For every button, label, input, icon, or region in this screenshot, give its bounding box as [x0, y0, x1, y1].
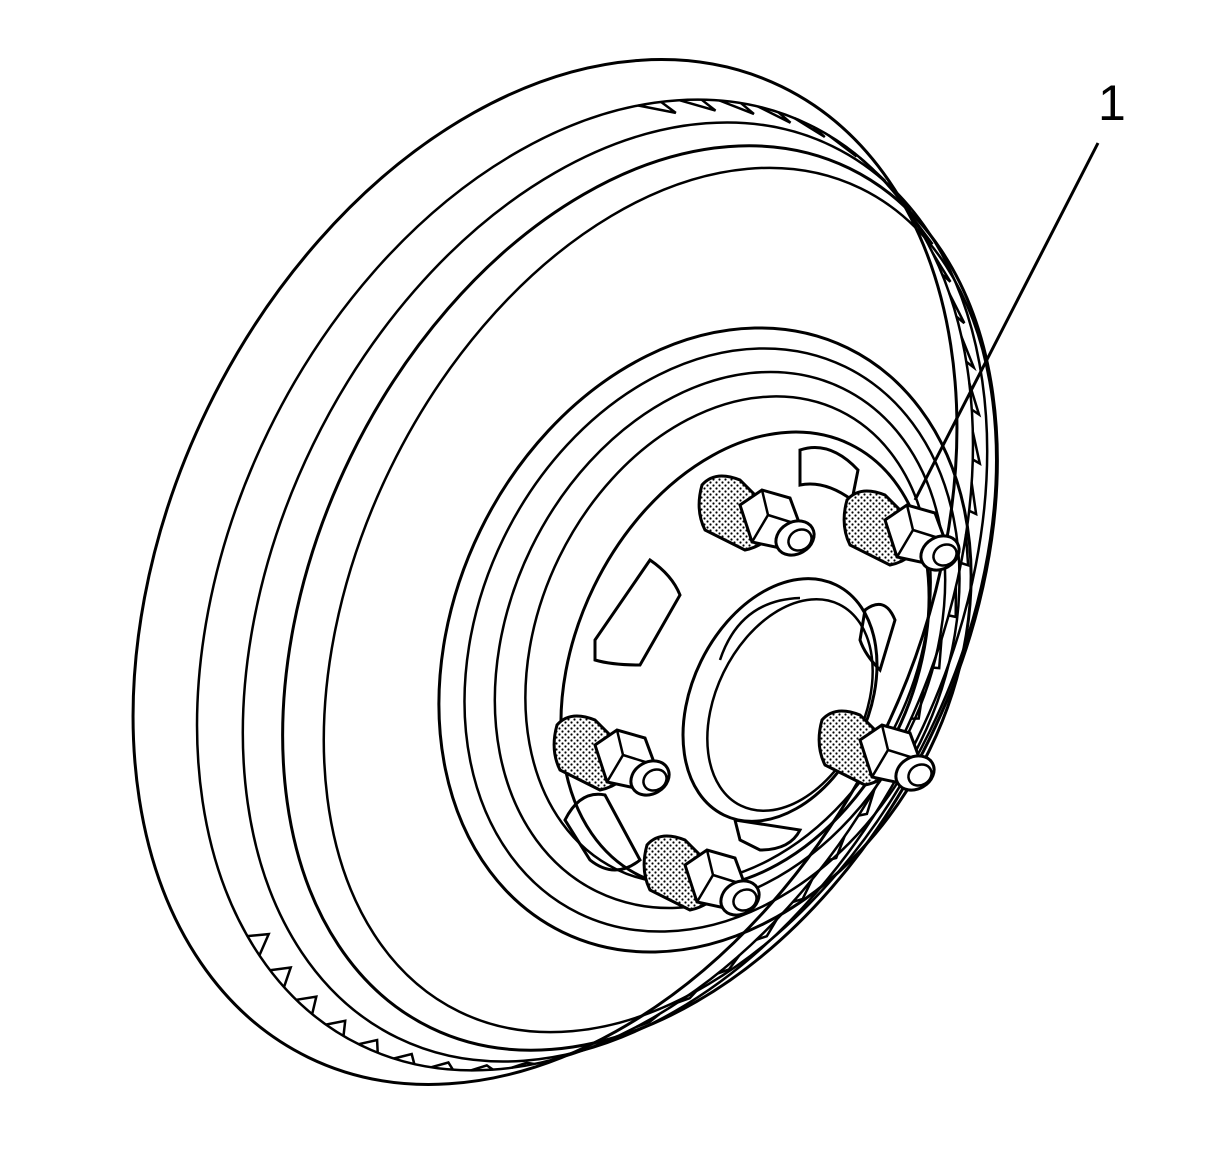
center-bore-depth	[718, 596, 801, 661]
vent-tooth	[886, 183, 912, 212]
rotor-face-edge	[322, 166, 998, 1034]
rotor-cooling-vents	[247, 98, 982, 1072]
rotor-front-face	[281, 144, 999, 1052]
lug-nuts	[552, 474, 961, 917]
vent-tooth	[968, 482, 978, 517]
vent-tooth	[719, 99, 755, 116]
stud-tip-end	[732, 888, 758, 912]
vent-tooth	[948, 586, 958, 619]
vent-tooth	[431, 1061, 454, 1071]
lug-nut	[842, 489, 961, 572]
lug-nut	[642, 834, 761, 917]
vent-tooth	[971, 431, 982, 466]
vent-tooth	[756, 918, 778, 941]
stud-tip-end	[907, 763, 933, 787]
hub-window-top	[798, 446, 860, 503]
rotor-rim-band-inner	[241, 121, 989, 1063]
vent-tooth	[636, 1013, 661, 1028]
vent-tooth	[325, 1019, 347, 1037]
hub-window-right	[858, 602, 897, 673]
vent-tooth	[793, 117, 826, 139]
vent-tooth	[947, 292, 966, 325]
vent-tooth	[638, 100, 677, 115]
rotor-rim-band	[195, 98, 975, 1072]
vent-tooth	[470, 1064, 494, 1072]
vent-tooth	[247, 932, 271, 956]
stud-tip-end	[932, 543, 958, 567]
stud-tip-end	[787, 528, 813, 552]
stud-tip-end	[642, 768, 668, 792]
hub-hat-outer	[437, 326, 973, 954]
hub-window-left	[593, 557, 682, 667]
vent-tooth	[594, 1034, 619, 1048]
vent-tooth	[827, 134, 858, 158]
lug-nut	[552, 714, 671, 797]
lug-nut	[697, 474, 816, 557]
vent-tooth	[677, 986, 701, 1004]
lug-nut	[817, 709, 936, 792]
hub-window-bottom-left	[563, 792, 642, 872]
vent-tooth	[931, 252, 952, 283]
vent-tooth	[910, 215, 934, 246]
vent-tooth	[393, 1052, 416, 1065]
hub-window-bottom	[732, 818, 803, 852]
rotor-outer-rim-back	[131, 58, 959, 1086]
vent-tooth	[552, 1051, 577, 1061]
vent-tooth	[358, 1038, 379, 1053]
vent-tooth	[296, 995, 318, 1015]
vent-tooth	[968, 382, 982, 418]
vent-tooth	[960, 534, 970, 568]
vent-tooth	[858, 156, 887, 182]
hub-mounting-face	[559, 430, 931, 890]
vent-tooth	[679, 98, 717, 112]
hub-hat-step-1	[463, 347, 961, 933]
vent-tooth	[858, 789, 876, 817]
vent-tooth	[960, 336, 977, 372]
callout-leader-line	[913, 142, 1100, 501]
vent-tooth	[757, 105, 792, 124]
vent-tooth	[511, 1061, 535, 1069]
callout-label-1: 1	[1098, 75, 1126, 131]
vent-tooth	[717, 954, 741, 975]
vent-tooth	[269, 966, 293, 988]
